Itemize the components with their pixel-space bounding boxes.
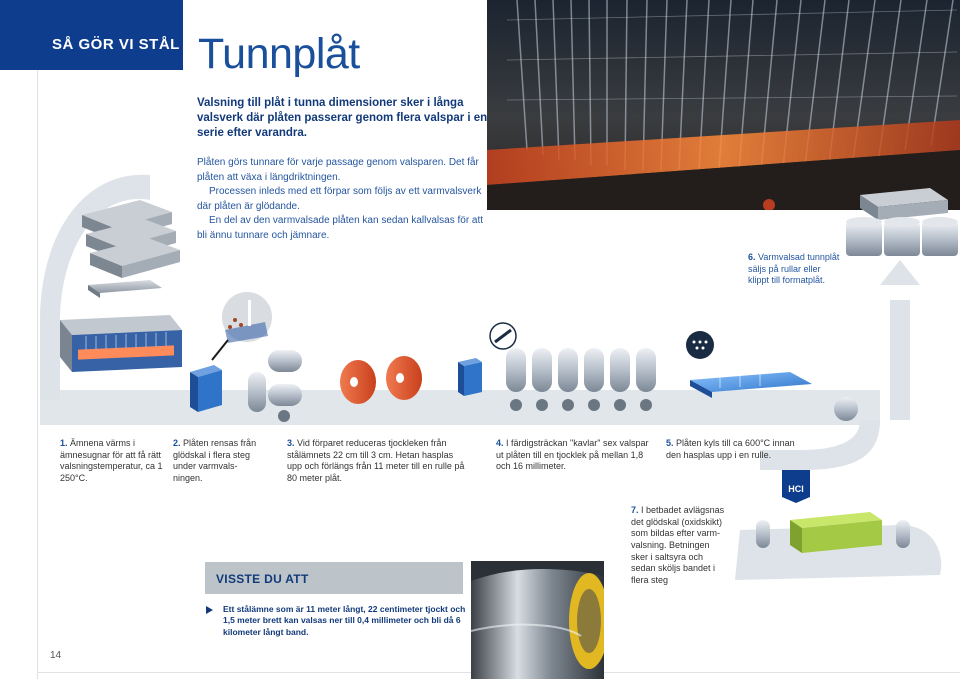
- step-2-caption: 2. Plåten rensas från glödskal i flera s…: [173, 438, 265, 485]
- step-2-text: Plåten rensas från glödskal i flera steg…: [173, 438, 257, 484]
- page-number: 14: [50, 650, 62, 661]
- step-4-caption: 4. I färdigsträckan "kavlar" sex valspar…: [496, 438, 658, 473]
- second-descaler-icon: [458, 358, 482, 396]
- lead-paragraph: Valsning till plåt i tunna dimensioner s…: [197, 97, 488, 139]
- step-4-number: 4.: [496, 438, 504, 448]
- thermometer-zoom-icon: [489, 322, 517, 350]
- rolling-mill-photo: [487, 0, 960, 210]
- step-6-number: 6.: [748, 252, 756, 262]
- body-paragraph-2: Processen inleds med ett förpar som följ…: [197, 186, 482, 212]
- bullet-arrow-icon: [206, 606, 213, 614]
- body-paragraph-3: En del av den varmvalsade plåten kan sed…: [197, 215, 484, 241]
- step-2-number: 2.: [173, 438, 181, 448]
- slab-stack-icon: [82, 200, 180, 278]
- finishing-mill-icon: [506, 348, 656, 411]
- step-4-text: I färdigsträckan "kavlar" sex valspar ut…: [496, 438, 649, 472]
- section-label: SÅ GÖR VI STÅL: [52, 36, 180, 53]
- roughing-mill-icon: [248, 350, 302, 422]
- step-1-number: 1.: [60, 438, 68, 448]
- steel-coil-photo: [471, 561, 604, 679]
- hcl-icon-label: HCl: [788, 484, 804, 494]
- step-5-number: 5.: [666, 438, 674, 448]
- step-1-text: Ämnena värms i ämnesugnar för att få rät…: [60, 438, 163, 484]
- did-you-know-header: VISSTE DU ATT: [205, 562, 463, 594]
- pickling-line-icon: [735, 470, 942, 580]
- did-you-know-title: VISSTE DU ATT: [216, 572, 309, 586]
- runout-table-icon: [690, 372, 812, 398]
- step-3-number: 3.: [287, 438, 295, 448]
- did-you-know-text: Ett stålämne som är 11 meter långt, 22 c…: [223, 604, 466, 637]
- section-header: SÅ GÖR VI STÅL: [0, 0, 183, 70]
- margin-line: [37, 0, 38, 679]
- step-6-text: Varmvalsad tunnplåt säljs på rullar elle…: [748, 252, 840, 286]
- step-7-caption: 7. I betbadet avlägsnas det glödskal (ox…: [631, 505, 727, 587]
- reheating-furnace-icon: [60, 315, 182, 372]
- step-3-text: Vid förparet reduceras tjockleken från s…: [287, 438, 465, 484]
- step-5-text: Plåten kyls till ca 600°C innan den hasp…: [666, 438, 795, 460]
- body-paragraph-1: Plåten görs tunnare för varje passage ge…: [197, 157, 479, 183]
- step-5-caption: 5. Plåten kyls till ca 600°C innan den h…: [666, 438, 804, 461]
- cooling-spray-icon: [686, 331, 714, 359]
- step-3-caption: 3. Vid förparet reduceras tjockleken frå…: [287, 438, 467, 485]
- descaling-zoom-icon: [211, 290, 274, 361]
- finished-coils-icon: [846, 188, 958, 256]
- single-slab-icon: [88, 280, 162, 298]
- step-1-caption: 1. Ämnena värms i ämnesugnar för att få …: [60, 438, 164, 485]
- step-7-text: I betbadet avlägsnas det glödskal (oxids…: [631, 505, 725, 586]
- page-title: Tunnplåt: [198, 30, 360, 78]
- hot-coil-icon: [340, 356, 422, 404]
- descaler-box-icon: [190, 365, 222, 412]
- final-coil-icon: [834, 397, 858, 421]
- step-6-caption: 6. Varmvalsad tunnplåt säljs på rullar e…: [748, 252, 844, 287]
- body-text: Plåten görs tunnare för varje passage ge…: [197, 156, 489, 243]
- step-7-number: 7.: [631, 505, 639, 515]
